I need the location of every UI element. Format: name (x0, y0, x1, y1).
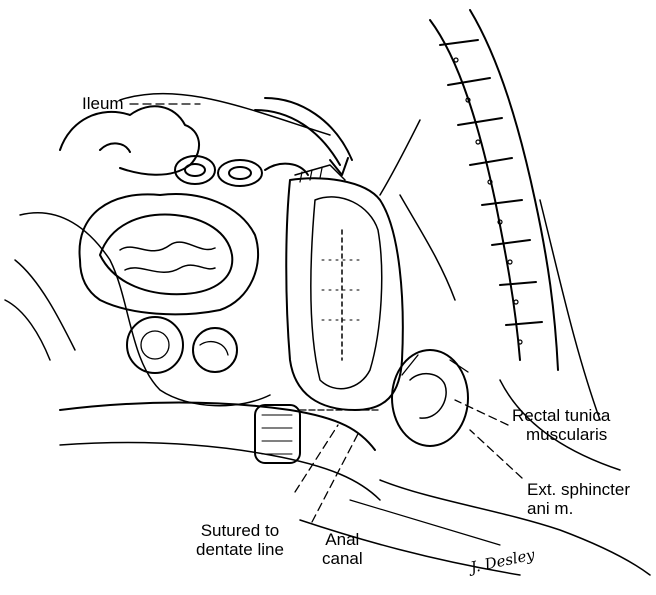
label-anal-line1: Anal (322, 530, 363, 549)
label-rectal-tunica-line2: muscularis (512, 425, 610, 444)
label-sutured-line2: dentate line (196, 540, 284, 559)
label-anal-line2: canal (322, 549, 363, 568)
label-sutured-to-dentate-line: Sutured to dentate line (196, 521, 284, 559)
label-ext-sphincter-line2: ani m. (527, 499, 630, 518)
label-rectal-tunica-line1: Rectal tunica (512, 406, 610, 425)
label-rectal-tunica-muscularis: Rectal tunica muscularis (512, 406, 610, 444)
label-anal-canal: Anal canal (322, 530, 363, 568)
label-ileum-text: Ileum (82, 94, 124, 113)
label-ext-sphincter-ani: Ext. sphincter ani m. (527, 480, 630, 518)
label-sutured-line1: Sutured to (196, 521, 284, 540)
flow-arrow (255, 98, 352, 175)
label-ileum: Ileum (82, 94, 124, 113)
label-ext-sphincter-line1: Ext. sphincter (527, 480, 630, 499)
pouch-region (5, 194, 270, 406)
rectal-tube (286, 120, 455, 410)
